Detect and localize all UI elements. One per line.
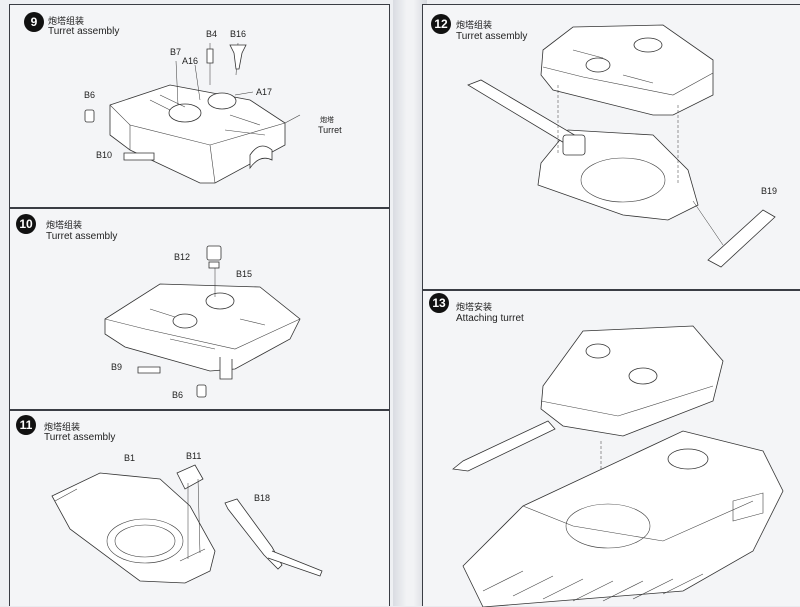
step-10-title-cn: 炮塔组装 xyxy=(46,221,83,231)
step-12-panel: 12 炮塔组装 Turret assembly B19 xyxy=(422,4,800,290)
step-12-title-cn: 炮塔组装 xyxy=(456,21,493,31)
step-9-panel: 9 炮塔组装 Turret assembly B7 B4 B16 A16 A17… xyxy=(9,4,390,208)
step-10-panel: 10 炮塔组装 Turret assembly B12 B15 B9 B6 xyxy=(9,208,390,410)
page-fold xyxy=(393,0,427,606)
step-13-title-cn: 炮塔安装 xyxy=(456,303,493,313)
step-11-title-en: Turret assembly xyxy=(44,432,116,443)
step-11-title-cn: 炮塔组装 xyxy=(44,423,81,433)
part-label: A16 xyxy=(182,56,199,66)
part-label: B11 xyxy=(186,451,202,461)
part-label: B16 xyxy=(230,29,247,39)
step-13-tank-drawing xyxy=(452,325,784,607)
part-label: B10 xyxy=(96,150,113,160)
part-label: B15 xyxy=(236,269,253,279)
part-label: B1 xyxy=(124,453,136,463)
step-10-title-en: Turret assembly xyxy=(46,231,118,242)
step-9-turret-drawing xyxy=(84,42,301,184)
step-12-turret-drawing xyxy=(467,24,776,268)
part-label: B18 xyxy=(254,493,271,503)
turret-label-en: Turret xyxy=(318,125,342,135)
step-12-title-en: Turret assembly xyxy=(456,31,528,42)
part-label: B6 xyxy=(84,90,96,100)
step-9-title-cn: 炮塔组装 xyxy=(48,17,85,27)
step-11-panel: 11 炮塔组装 Turret assembly B1 B11 B18 xyxy=(9,410,390,606)
step-11-turret-floor-drawing xyxy=(51,464,323,584)
step-12-number: 12 xyxy=(431,14,451,34)
part-label: B19 xyxy=(761,186,778,196)
step-11-number: 11 xyxy=(16,415,36,435)
part-label: B9 xyxy=(111,362,123,372)
step-9-number: 9 xyxy=(24,12,44,32)
turret-label-cn: 炮塔 xyxy=(320,116,334,124)
step-9-title-en: Turret assembly xyxy=(48,26,120,37)
step-13-number: 13 xyxy=(429,293,449,313)
step-13-title-en: Attaching turret xyxy=(456,313,524,324)
step-10-number: 10 xyxy=(16,214,36,234)
part-label: B6 xyxy=(172,390,184,400)
part-label: B4 xyxy=(206,29,218,39)
part-label: B12 xyxy=(174,252,191,262)
part-label: A17 xyxy=(256,87,273,97)
step-10-turret-drawing xyxy=(104,245,301,398)
step-13-panel: 13 炮塔安装 Attaching turret xyxy=(422,290,800,607)
part-label: B7 xyxy=(170,47,182,57)
